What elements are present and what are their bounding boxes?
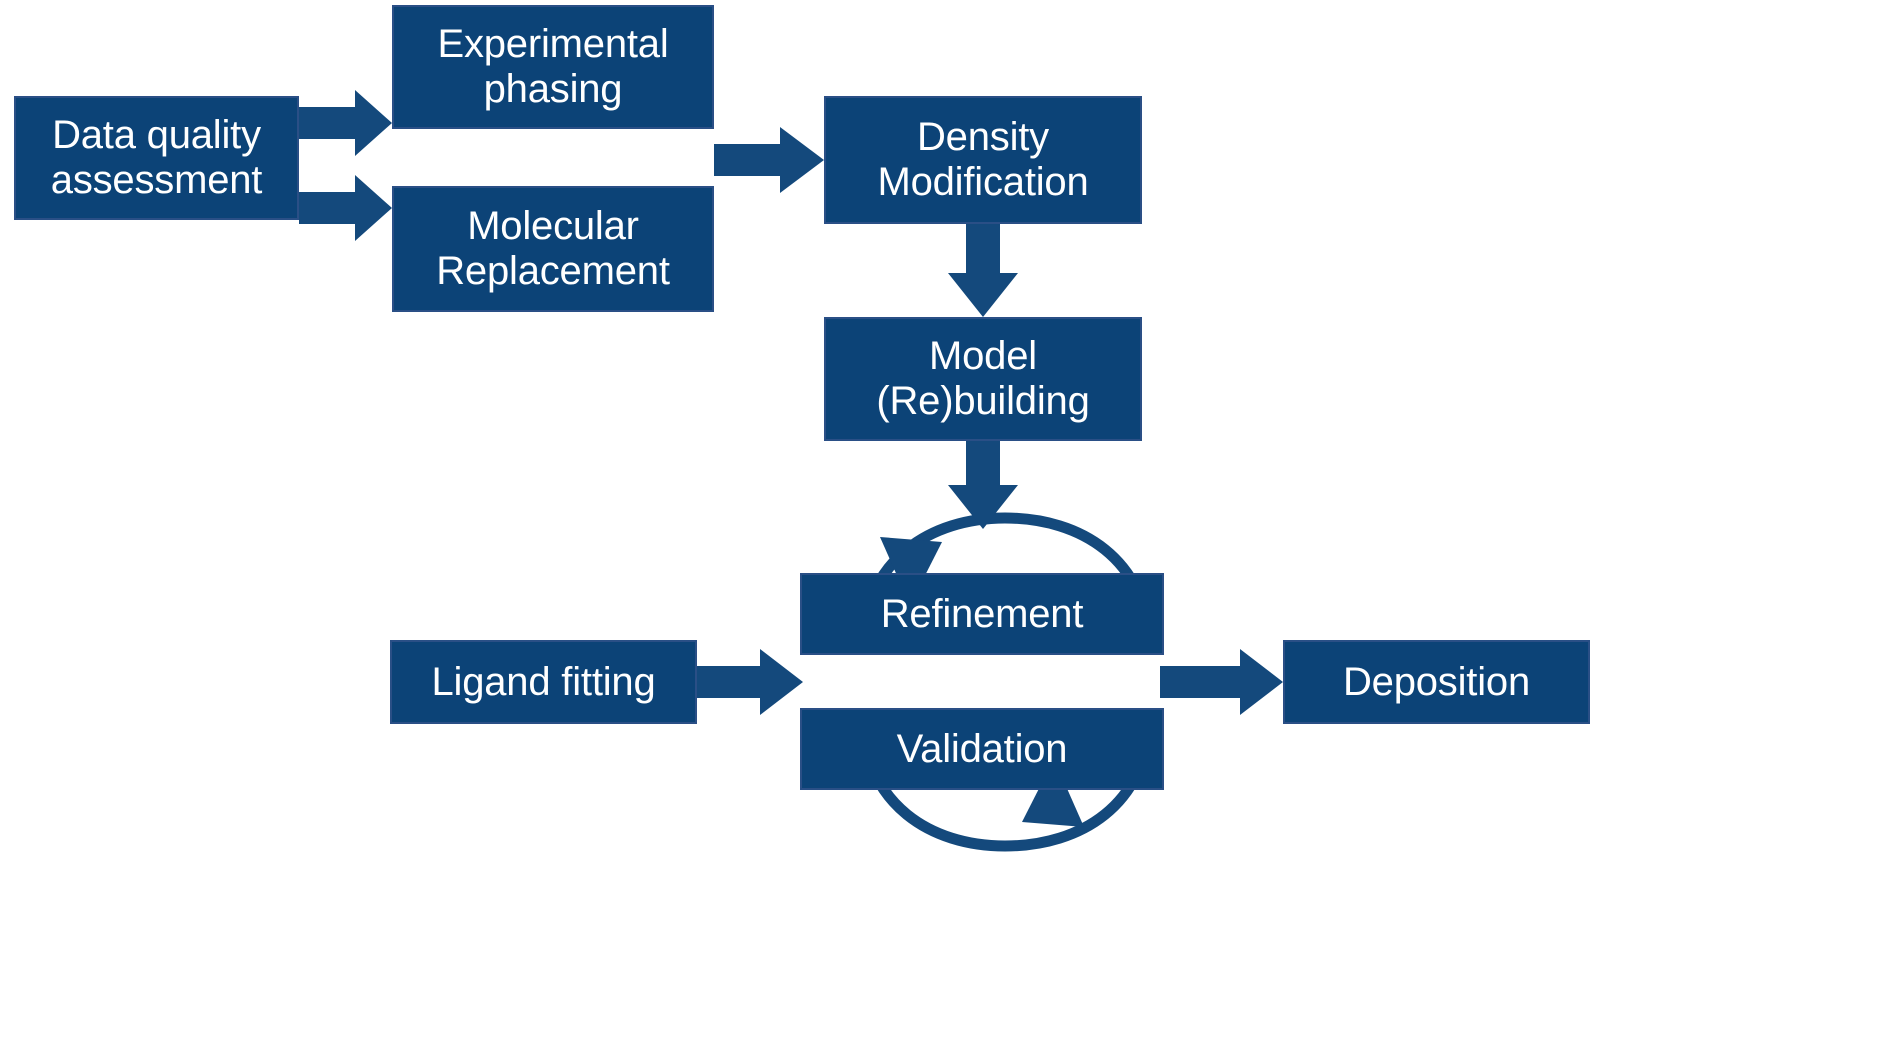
arrow-ligand-fitting-to-cycle bbox=[697, 649, 803, 715]
node-data-quality-assessment[interactable]: Data quality assessment bbox=[14, 96, 299, 220]
node-deposition[interactable]: Deposition bbox=[1283, 640, 1590, 724]
arrow-dqa-to-molecular-replacement bbox=[299, 175, 392, 241]
arrow-model-rebuilding-to-cycle bbox=[948, 441, 1018, 529]
node-refinement[interactable]: Refinement bbox=[800, 573, 1164, 655]
node-experimental-phasing[interactable]: Experimental phasing bbox=[392, 5, 714, 129]
arrow-phasing-to-density-modification bbox=[714, 127, 824, 193]
node-density-modification[interactable]: Density Modification bbox=[824, 96, 1142, 224]
arrow-cycle-to-deposition bbox=[1160, 649, 1283, 715]
node-ligand-fitting[interactable]: Ligand fitting bbox=[390, 640, 697, 724]
node-molecular-replacement[interactable]: Molecular Replacement bbox=[392, 186, 714, 312]
node-model-rebuilding[interactable]: Model (Re)building bbox=[824, 317, 1142, 441]
arrow-density-modification-to-model-rebuilding bbox=[948, 224, 1018, 317]
arrow-dqa-to-experimental-phasing bbox=[299, 90, 392, 156]
node-validation[interactable]: Validation bbox=[800, 708, 1164, 790]
